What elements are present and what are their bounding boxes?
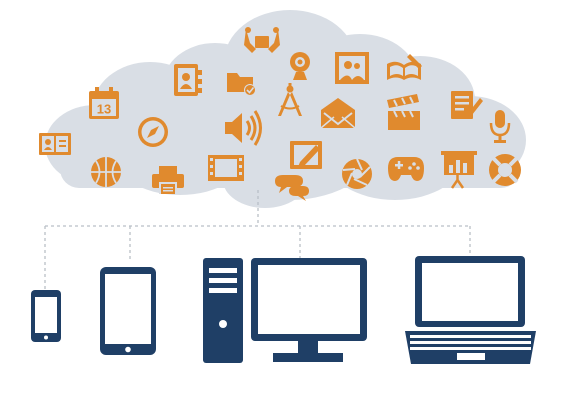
lifebuoy-icon (489, 154, 521, 186)
presentation-chart-icon (441, 151, 477, 189)
folder-check-icon (227, 73, 256, 96)
address-book-icon (174, 64, 202, 96)
picture-frame-icon (335, 52, 369, 84)
drafting-compass-icon (278, 83, 302, 116)
chat-bubbles-icon (275, 175, 309, 201)
cloud (45, 10, 526, 208)
speaker-icon (225, 110, 262, 146)
microphone-icon (489, 110, 511, 143)
clapperboard-icon (387, 94, 420, 130)
camera-aperture-icon (342, 158, 372, 189)
hands-lifting-icon (244, 27, 280, 53)
desktop-monitor (251, 258, 367, 362)
printer-icon (152, 166, 184, 194)
open-book-pencil-icon (387, 54, 422, 80)
edit-screen-icon (290, 141, 322, 169)
desktop-tower (203, 258, 243, 363)
smartphone-device (31, 290, 61, 342)
basketball-icon (91, 157, 121, 187)
tablet-device (100, 267, 156, 355)
document-edit-icon (451, 91, 483, 119)
calendar-day-label: 13 (97, 102, 111, 117)
reading-book-icon (39, 133, 71, 155)
webcam-icon (290, 52, 310, 80)
compass-icon (138, 117, 168, 147)
connector-lines (44, 190, 471, 290)
laptop-device (405, 256, 536, 364)
envelope-icon (320, 98, 356, 129)
gamepad-icon (388, 157, 424, 181)
film-strip-icon (208, 155, 244, 181)
calendar-icon: 13 (89, 87, 119, 119)
